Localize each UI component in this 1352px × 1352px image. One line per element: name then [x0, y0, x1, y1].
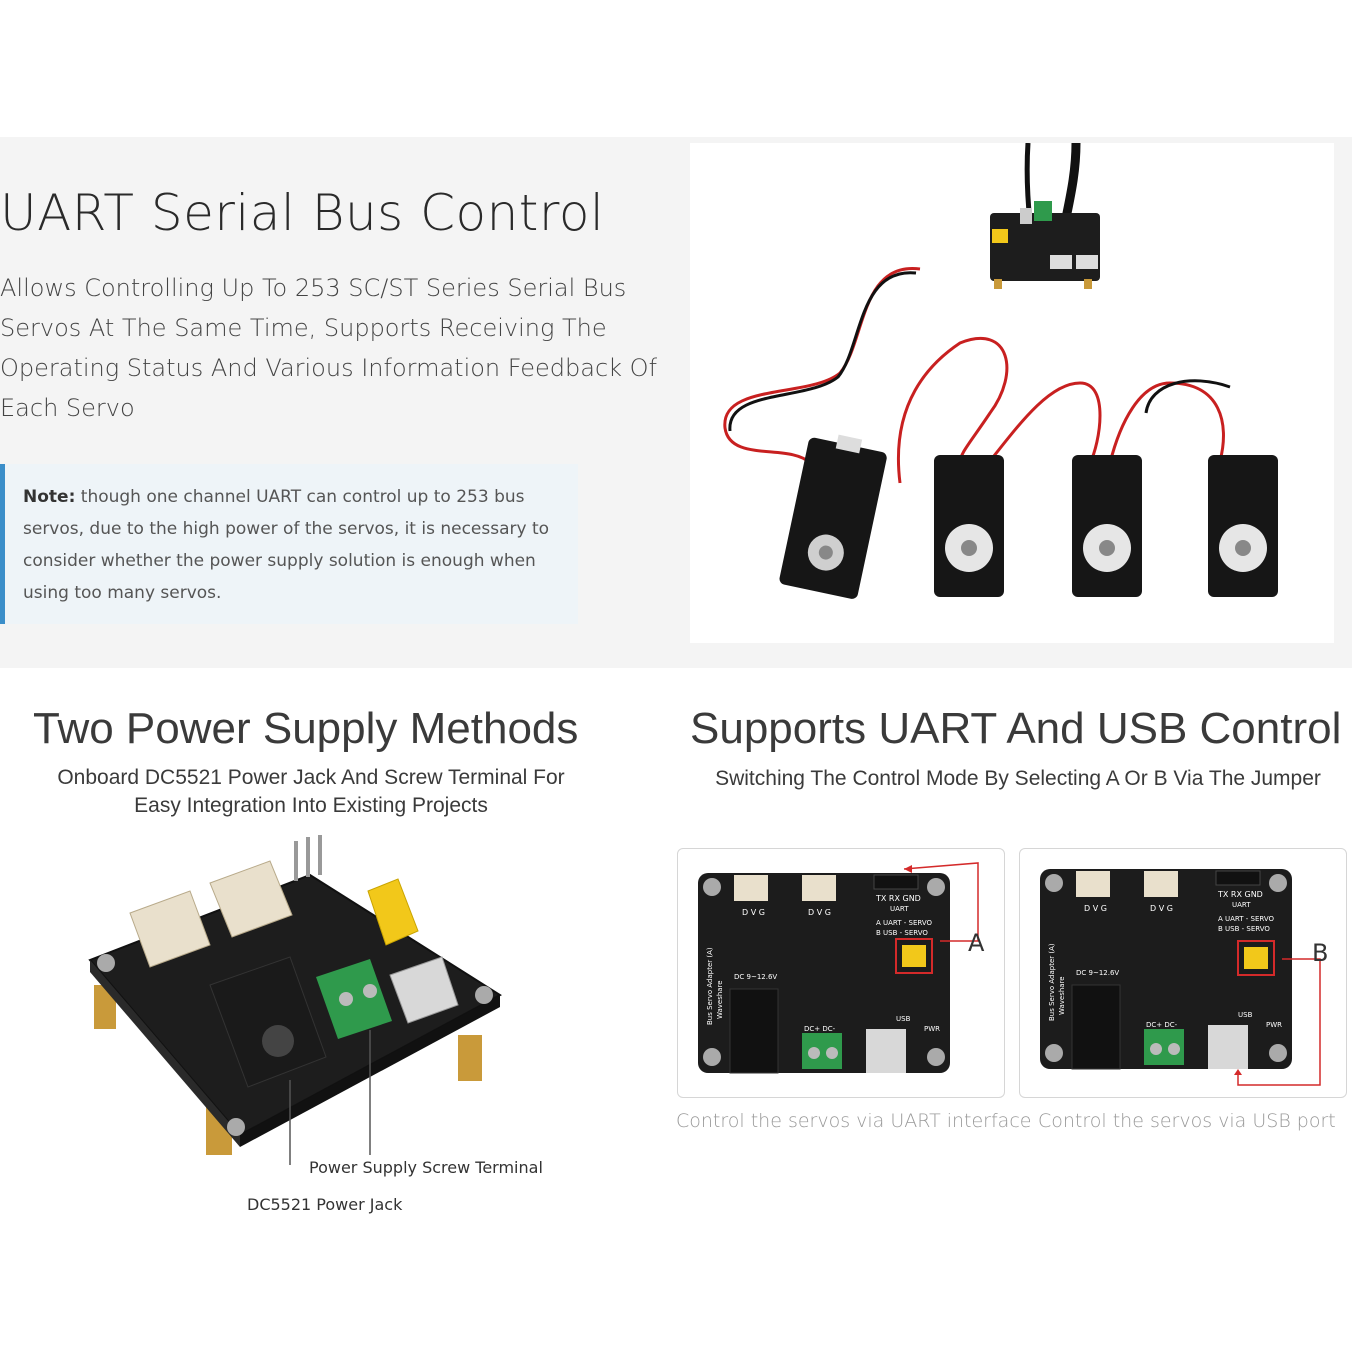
uart-card-dvg-2: D V G: [808, 908, 831, 917]
usb-card-usb: USB: [1238, 1011, 1253, 1019]
usb-card-product: Bus Servo Adapter (A): [1048, 943, 1056, 1021]
power-subtitle-line-2: Easy Integration Into Existing Projects: [134, 794, 488, 817]
uart-card-product: Bus Servo Adapter (A): [706, 947, 714, 1025]
power-subtitle-line-1: Onboard DC5521 Power Jack And Screw Term…: [57, 766, 565, 789]
uart-mode-board: TX RX GND UART A UART - SERVO B USB - SE…: [698, 862, 985, 1074]
note-box: Note: though one channel UART can contro…: [0, 464, 578, 624]
power-section-title: Two Power Supply Methods: [33, 704, 579, 753]
usb-card-dvg-1: D V G: [1084, 904, 1107, 913]
caption-uart-mode: Control the servos via UART interface: [676, 1110, 1032, 1132]
usb-card-usb-servo: B USB - SERVO: [1218, 925, 1270, 933]
power-section-subtitle: Onboard DC5521 Power Jack And Screw Term…: [0, 764, 622, 820]
adapter-board-3d-photo: [80, 835, 520, 1165]
usb-mode-card: TX RX GND UART A UART - SERVO B USB - SE…: [1019, 848, 1347, 1098]
usb-card-txrxgnd: TX RX GND: [1217, 890, 1263, 899]
usb-mode-board: TX RX GND UART A UART - SERVO B USB - SE…: [1040, 869, 1328, 1086]
callout-screw-terminal: Power Supply Screw Terminal: [309, 1158, 543, 1177]
uart-card-brand: Waveshare: [716, 980, 724, 1019]
uart-section-description: Allows Controlling Up To 253 SC/ST Serie…: [0, 274, 658, 422]
usb-card-pwr: PWR: [1266, 1021, 1282, 1029]
uart-mode-card: TX RX GND UART A UART - SERVO B USB - SE…: [677, 848, 1005, 1098]
uart-card-usb-servo: B USB - SERVO: [876, 929, 928, 937]
note-text: though one channel UART can control up t…: [23, 487, 550, 603]
uart-card-uart: UART: [890, 905, 909, 913]
usb-card-uart: UART: [1232, 901, 1251, 909]
uart-card-uart-servo: A UART - SERVO: [876, 919, 933, 927]
servo-chain-illustration: [723, 142, 1278, 599]
usb-card-dc-range: DC 9~12.6V: [1076, 969, 1119, 977]
uart-card-dc-pm: DC+ DC-: [804, 1025, 836, 1033]
label-b: B: [1312, 939, 1328, 967]
callout-dc-jack: DC5521 Power Jack: [247, 1195, 403, 1214]
label-a: A: [968, 929, 985, 957]
uart-card-txrxgnd: TX RX GND: [875, 894, 921, 903]
control-section-title: Supports UART And USB Control: [690, 704, 1342, 753]
usb-card-uart-servo: A UART - SERVO: [1218, 915, 1275, 923]
control-section-subtitle: Switching The Control Mode By Selecting …: [715, 767, 1321, 790]
usb-card-brand: Waveshare: [1058, 976, 1066, 1015]
caption-usb-mode: Control the servos via USB port: [1038, 1110, 1336, 1132]
usb-card-dvg-2: D V G: [1150, 904, 1173, 913]
uart-card-dc-range: DC 9~12.6V: [734, 973, 777, 981]
uart-card-usb: USB: [896, 1015, 911, 1023]
servo-chain-photo: [690, 142, 1334, 643]
adapter-board-3d-illustration: [88, 835, 502, 1165]
uart-card-dvg-1: D V G: [742, 908, 765, 917]
uart-section-title: UART Serial Bus Control: [0, 184, 605, 242]
uart-card-pwr: PWR: [924, 1025, 940, 1033]
note-label: Note:: [23, 487, 76, 507]
usb-card-dc-pm: DC+ DC-: [1146, 1021, 1178, 1029]
